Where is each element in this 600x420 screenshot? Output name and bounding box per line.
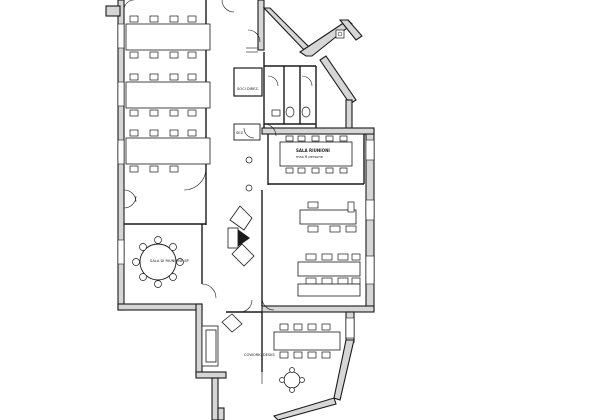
meeting-room-label: SALA RIUNIONI [296,148,330,153]
service-rooms: SOCI DIREZ. SEZ. [233,29,345,192]
meeting-room-sublabel: max 6 persone [296,155,324,159]
meeting-room: SALA RIUNIONI max 6 persone [279,135,375,174]
coworking-label: COWORK. DESKS [244,353,276,357]
doors [123,0,313,313]
small-room-label: SEZ. [236,131,244,135]
reception-desk [227,205,255,267]
storage-room-label: SOCI DIREZ. [237,87,259,91]
coworking-area [297,199,375,297]
conference-room: SALA DI RIUNIONE 8P [132,236,190,288]
conference-room-label: SALA DI RIUNIONE 8P [150,259,190,263]
interior-walls [124,0,365,372]
desk-rows-left [117,15,211,265]
lower-area: COWORK. DESKS [201,313,355,393]
